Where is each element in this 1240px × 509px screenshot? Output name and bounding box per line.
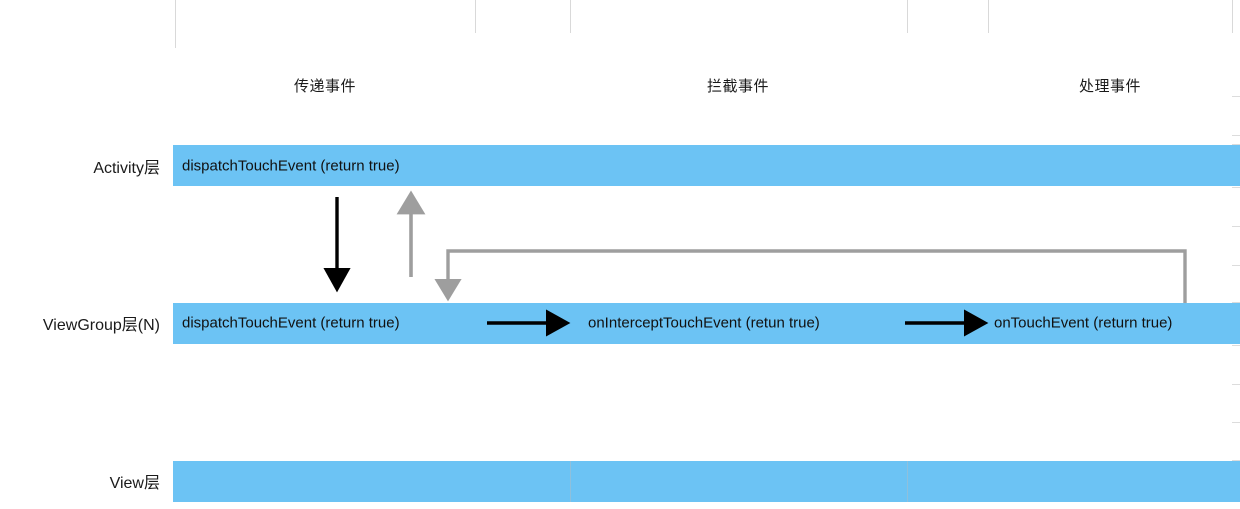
column-header-handle-event: 处理事件 <box>1078 78 1142 95</box>
gridline-right-tick-4 <box>1232 226 1240 227</box>
lane-view <box>173 461 1240 502</box>
row-label-view: View层 <box>109 475 160 492</box>
lane-activity-dispatch-label: dispatchTouchEvent (return true) <box>182 157 400 175</box>
lane-viewgroup-dispatch-label: dispatchTouchEvent (return true) <box>182 314 400 332</box>
gridline-right-tick-0 <box>1232 96 1240 97</box>
gridline-vertical-3 <box>907 0 908 33</box>
gridline-vertical-4 <box>988 0 989 33</box>
gridline-right-tick-7 <box>1232 345 1240 346</box>
lane-viewgroup-ontouch-label: onTouchEvent (return true) <box>994 314 1173 332</box>
gridline-right-tick-6 <box>1232 302 1240 303</box>
lane-activity <box>173 145 1240 186</box>
gridline-right-tick-1 <box>1232 135 1240 136</box>
column-header-pass-event: 传递事件 <box>293 78 357 95</box>
column-header-intercept-event: 拦截事件 <box>706 78 770 95</box>
gridline-right-tick-10 <box>1232 460 1240 461</box>
gridline-right-tick-2 <box>1232 144 1240 145</box>
consume-elbow-arrow <box>434 249 1187 303</box>
gridline-vertical-2 <box>570 0 571 33</box>
lane-view-divider-2 <box>907 461 908 502</box>
gridline-right-tick-9 <box>1232 422 1240 423</box>
gridline-right-tick-8 <box>1232 384 1240 385</box>
row-label-activity: Activity层 <box>93 160 160 177</box>
gridline-vertical-0 <box>175 0 176 48</box>
gridline-right-tick-5 <box>1232 265 1240 266</box>
gridline-right-tick-3 <box>1232 187 1240 188</box>
row-label-viewgroup: ViewGroup层(N) <box>42 317 160 334</box>
lane-viewgroup-intercept-label: onInterceptTouchEvent (retun true) <box>588 314 820 332</box>
gridline-vertical-1 <box>475 0 476 33</box>
lane-viewgroup <box>173 303 1240 344</box>
gridline-vertical-5 <box>1232 0 1233 33</box>
lane-view-divider-1 <box>570 461 571 502</box>
